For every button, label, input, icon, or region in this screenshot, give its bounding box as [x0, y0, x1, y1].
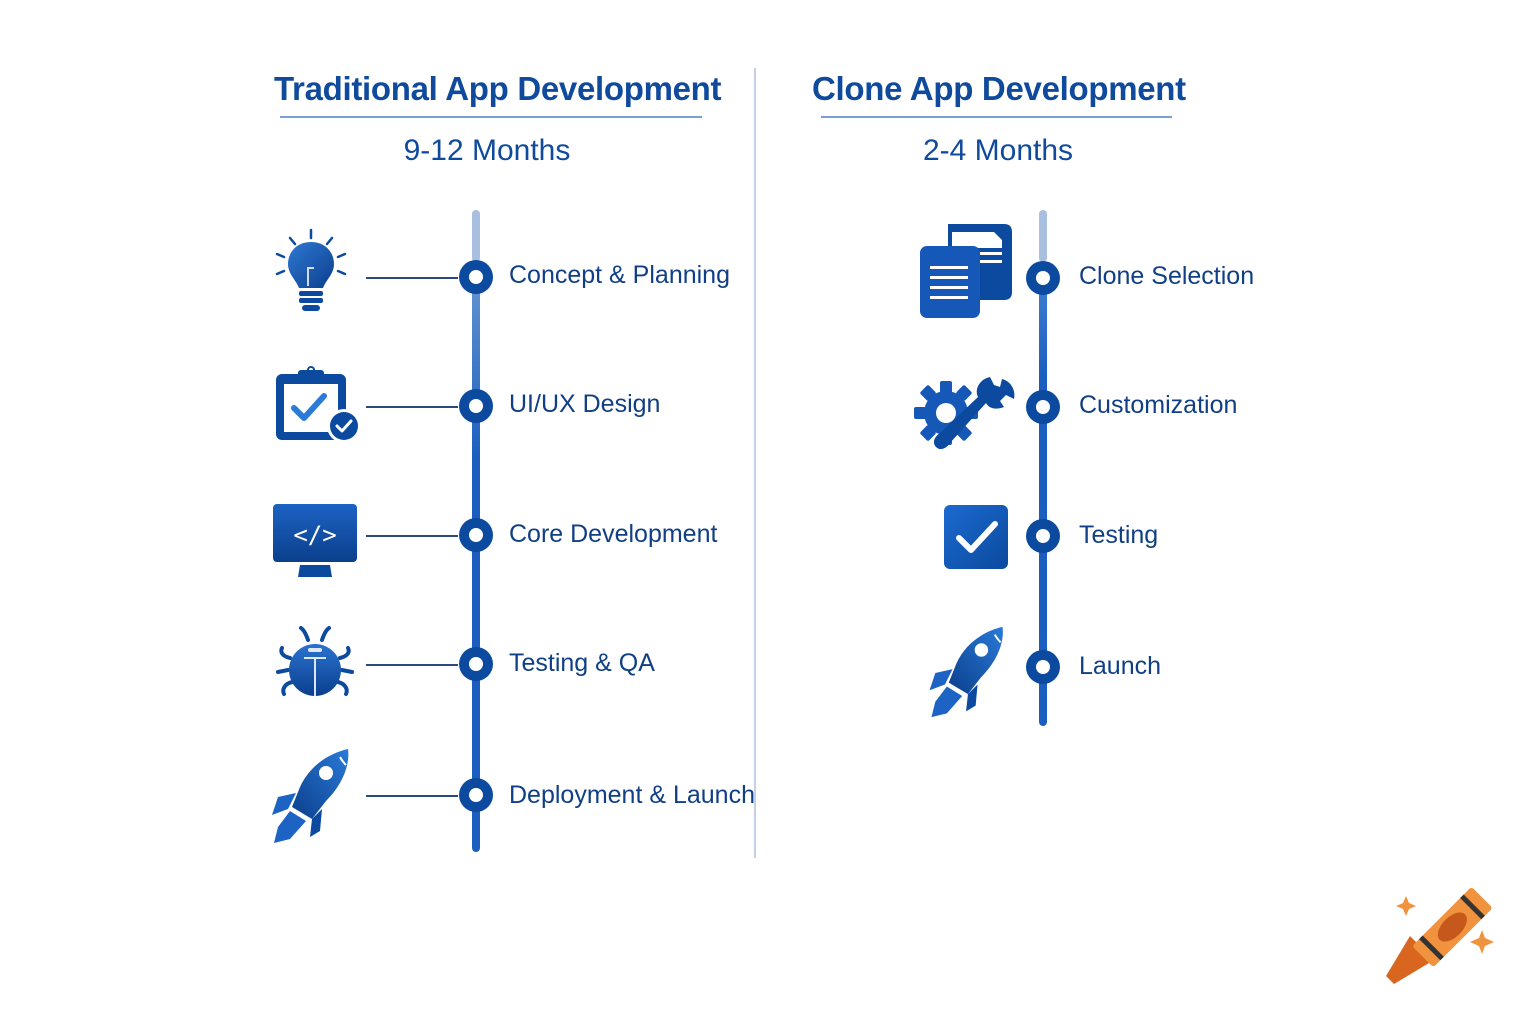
lightbulb-icon	[272, 228, 350, 318]
timeline-node	[459, 260, 493, 294]
timeline-node	[1026, 261, 1060, 295]
timeline-node	[459, 389, 493, 423]
clone-timeline-track	[1039, 292, 1047, 726]
svg-text:</>: </>	[293, 521, 336, 549]
connector-line	[366, 535, 458, 537]
timeline-node	[1026, 390, 1060, 424]
step-label: Deployment & Launch	[509, 781, 755, 809]
traditional-title: Traditional App Development	[274, 70, 722, 107]
documents-copy-icon	[918, 222, 1014, 320]
code-monitor-icon: </>	[272, 503, 358, 579]
clipboard-check-icon	[272, 366, 366, 446]
connector-line	[366, 795, 458, 797]
column-divider	[754, 68, 756, 858]
clone-title-underline	[821, 116, 1172, 118]
traditional-timeline-track	[472, 290, 480, 852]
checkbox-icon	[943, 504, 1009, 570]
traditional-duration: 9-12 Months	[403, 134, 571, 167]
step-label: Concept & Planning	[509, 261, 730, 289]
traditional-timeline-track-top	[472, 210, 480, 262]
timeline-node	[459, 518, 493, 552]
clone-title: Clone App Development	[812, 70, 1186, 107]
step-label: Clone Selection	[1079, 262, 1255, 290]
connector-line	[366, 406, 458, 408]
step-label: Customization	[1079, 391, 1238, 419]
timeline-node	[1026, 650, 1060, 684]
step-label: UI/UX Design	[509, 390, 661, 418]
gear-wrench-icon	[914, 373, 1018, 457]
step-label: Launch	[1079, 652, 1162, 680]
timeline-node	[1026, 519, 1060, 553]
step-label: Testing & QA	[509, 649, 655, 677]
rocket-icon	[270, 747, 352, 847]
bug-icon	[274, 626, 356, 698]
traditional-title-underline	[280, 116, 702, 118]
rocket-icon	[926, 625, 1008, 721]
connector-line	[366, 277, 458, 279]
timeline-node	[459, 647, 493, 681]
clone-timeline-track-top	[1039, 210, 1047, 262]
step-label: Testing	[1079, 521, 1159, 549]
clone-duration: 2-4 Months	[922, 134, 1074, 167]
step-label: Core Development	[509, 520, 718, 548]
crayon-icon	[1382, 868, 1502, 988]
timeline-node	[459, 778, 493, 812]
connector-line	[366, 664, 458, 666]
